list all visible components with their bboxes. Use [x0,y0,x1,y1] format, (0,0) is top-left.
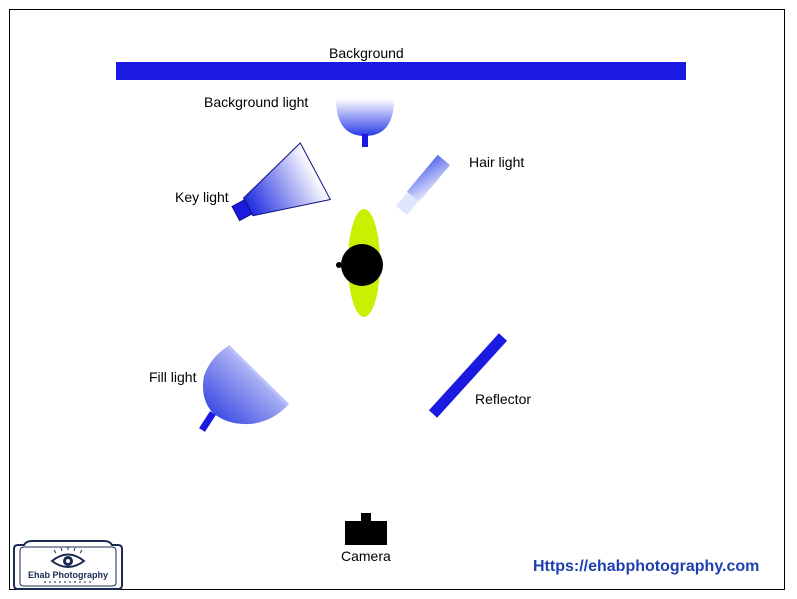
label-hair-light: Hair light [469,154,525,170]
label-fill-light: Fill light [149,369,197,385]
background-light-icon [336,99,394,147]
eye-icon [50,547,86,568]
background-panel [116,62,686,80]
logo-text: Ehab Photography [28,570,108,580]
label-background-light: Background light [204,94,309,110]
fill-light-icon [199,344,290,432]
hair-light-icon [396,154,450,216]
label-reflector: Reflector [475,391,532,407]
website-url[interactable]: Https://ehabphotography.com [533,558,760,575]
label-background: Background [329,45,404,61]
subject-nose [336,262,342,268]
subject-head [341,244,383,286]
label-key-light: Key light [175,189,229,205]
reflector-panel [428,333,508,418]
diagram-frame [9,9,785,590]
label-camera: Camera [341,548,391,564]
logo-badge: Ehab Photography [13,540,123,590]
key-light-icon [231,142,332,222]
camera-icon [345,513,387,545]
